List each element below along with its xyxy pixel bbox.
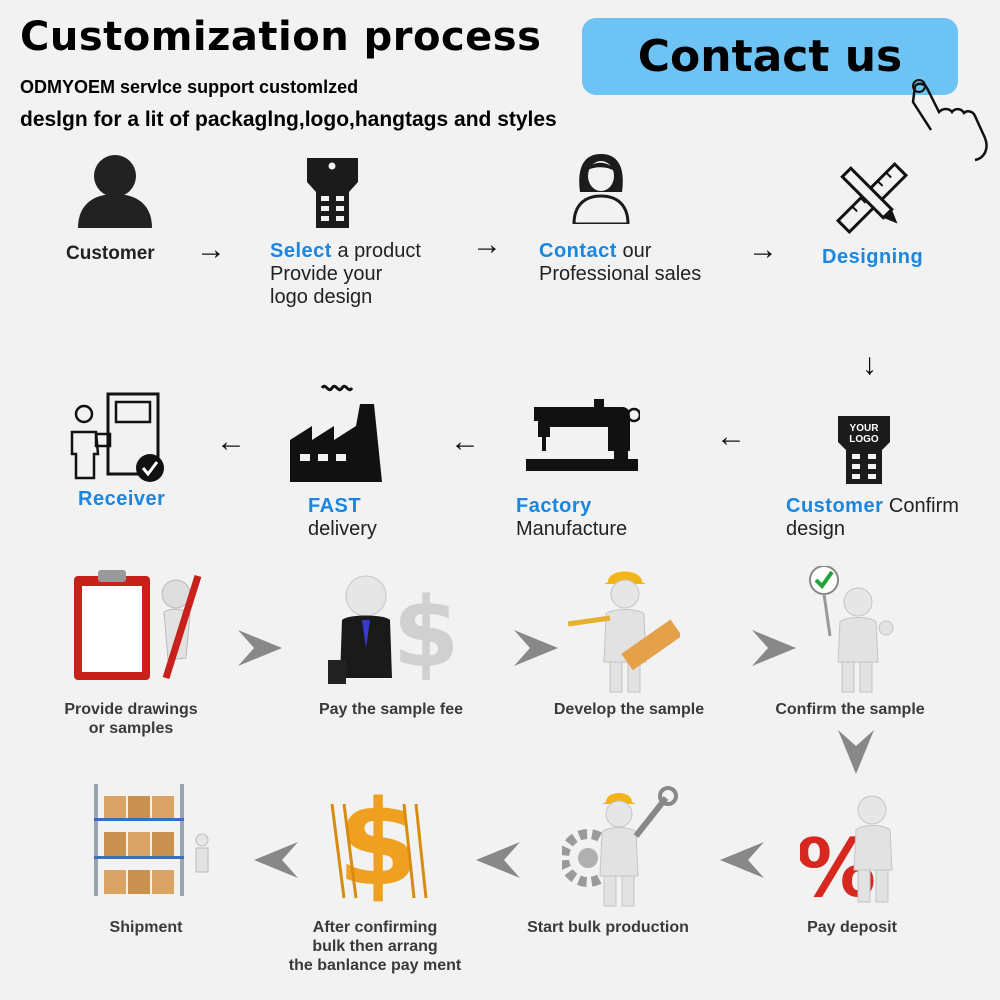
customer-label: Customer [66,243,155,264]
contact-us-button[interactable]: Contact us [582,18,958,95]
customer-line2: design [786,518,845,540]
step3-label: Develop the sample [553,701,705,718]
arrow-left-icon: ← [216,425,246,458]
logo-tag-text-2: LOGO [849,434,879,445]
chevron-left-icon [476,842,520,878]
step1-line1: Provide drawings [64,701,198,718]
percent-figure-icon: % [800,795,893,906]
gold-dollar-sign: $ [337,780,419,902]
chevron-left-icon [254,842,298,878]
step7-label: After confirming bulk then arrang the ba… [270,918,480,975]
step1-label: Provide drawings or samples [40,700,222,738]
chevron-down-icon [838,730,874,774]
contact-word: Contact [539,240,617,262]
gold-dollar-ladder-icon: $ [330,780,428,902]
contact-sales-text: Contact our Professional sales [539,240,701,286]
customer-confirm-text: Customer Confirm design [786,495,959,541]
clipboard-figure-icon [74,570,202,680]
sewing-machine-icon [526,399,640,471]
worker-gear-wrench-icon [562,786,678,907]
step7-line1: After confirming [312,919,438,936]
select-product-text: Select a product Provide your logo desig… [270,240,421,309]
dollar-sign: $ [393,577,460,689]
chevron-left-icon [720,842,764,878]
fast-delivery-text: FAST delivery [308,495,377,541]
step7-line2: bulk then arrang [312,938,438,955]
contact-rest: our [616,240,652,262]
warehouse-shelves-icon [94,784,209,896]
chevron-icon [238,630,282,666]
arrow-left-icon: ← [716,420,746,453]
select-line3: logo design [270,286,373,308]
receiver-label: Receiver [78,488,166,510]
fast-line2: delivery [308,518,377,540]
pointing-hand-icon [911,79,988,162]
check-sign-figure-icon [809,566,894,693]
contact-line2: Professional sales [539,263,702,285]
page-title: Customization process [20,14,542,60]
customer-word: Customer [786,495,884,517]
person-silhouette-icon [78,155,152,228]
step7-line3: the banlance pay ment [288,957,462,974]
ruler-pencil-icon [836,162,908,234]
subtitle-line-1: ODMYOEM servlce support customlzed [20,77,359,97]
select-rest: a product [331,240,421,262]
arrow-left-icon: ← [450,425,480,458]
step4-label: Confirm the sample [775,701,925,718]
factory-manufacture-text: Factory Manufacture [516,495,627,541]
logo-tag-text-1: YOUR [850,423,880,434]
chevron-icon [514,630,558,666]
woman-avatar-icon [572,154,630,224]
businessman-dollar-icon: $ [328,575,460,689]
select-line2: Provide your [270,263,383,285]
chevron-icon [752,630,796,666]
designing-label: Designing [822,246,924,268]
arrow-icon: → [196,233,226,266]
worker-ruler-icon [567,571,680,693]
subtitle-line-2: deslgn for a lit of packaglng,logo,hangt… [20,108,557,131]
select-word: Select [270,240,332,262]
fast-word: FAST [308,495,362,517]
factory-word: Factory [516,495,592,517]
contact-us-label: Contact us [637,31,903,82]
arrow-down-icon: ↓ [862,348,877,381]
arrow-icon: → [748,233,778,266]
hang-tag-icon [307,158,358,228]
logo-tag-icon: YOUR LOGO [838,416,890,484]
step1-line2: or samples [88,720,174,737]
factory-icon [290,384,382,482]
customer-rest: Confirm [883,495,959,517]
step8-label: Shipment [109,919,183,936]
factory-line2: Manufacture [516,518,628,540]
step5-label: Pay deposit [807,919,897,936]
step6-label: Start bulk production [527,919,689,936]
person-with-door-check-icon [70,392,164,482]
arrow-icon: → [472,228,502,261]
step2-label: Pay the sample fee [318,701,464,718]
